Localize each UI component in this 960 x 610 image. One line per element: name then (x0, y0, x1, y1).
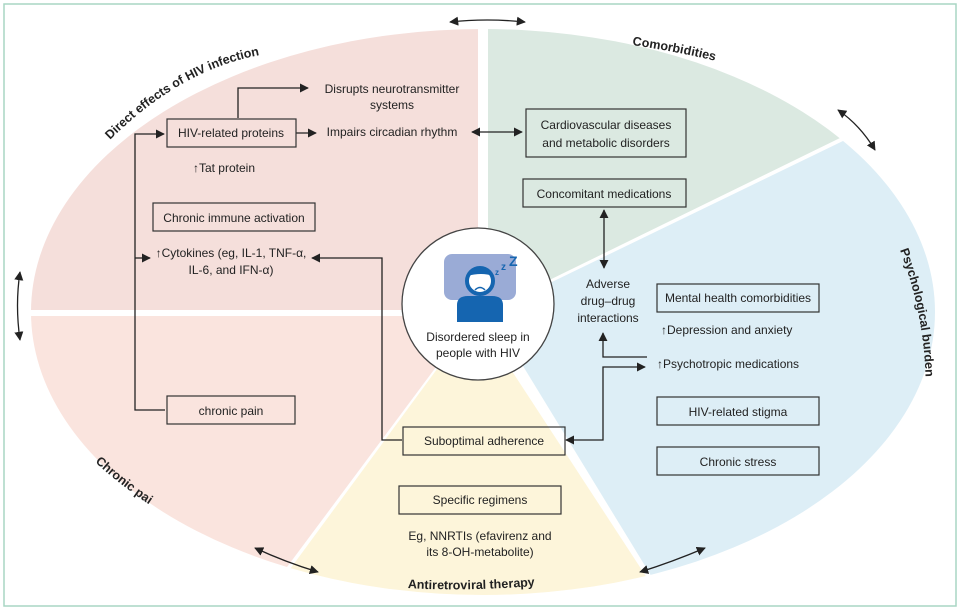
text-concomitant-medications: Concomitant medications (537, 187, 672, 201)
text-adverse-1: Adverse (586, 277, 630, 291)
text-cardio-1: Cardiovascular diseases (541, 118, 672, 132)
connectors (134, 83, 647, 445)
svg-text:Z: Z (509, 253, 518, 269)
box-concomitant-medications (522, 178, 687, 208)
box-chronic-immune-activation (152, 202, 316, 232)
box-specific-regimens (398, 485, 562, 515)
text-adverse-2: drug–drug (581, 294, 636, 308)
text-neurotransmitter-1: Disrupts neurotransmitter (325, 82, 460, 96)
text-psychotropic: ↑Psychotropic medications (657, 357, 799, 371)
text-cytokines-2: IL-6, and IFN-α) (189, 263, 274, 277)
text-hiv-related-proteins: HIV-related proteins (178, 126, 284, 140)
text-suboptimal-adherence: Suboptimal adherence (424, 434, 544, 448)
outer-arrows (14, 16, 876, 574)
text-cardio-2: and metabolic disorders (542, 136, 669, 150)
box-chronic-pain (166, 395, 296, 425)
text-tat-protein: ↑Tat protein (193, 161, 255, 175)
box-hiv-related-proteins (166, 118, 297, 148)
text-chronic-immune-activation: Chronic immune activation (163, 211, 304, 225)
center-text-2: people with HIV (436, 346, 520, 360)
text-chronic-pain: chronic pain (199, 404, 264, 418)
text-nnrti-1: Eg, NNRTIs (efavirenz and (408, 529, 551, 543)
box-mental-health (656, 283, 820, 313)
text-neurotransmitter-2: systems (370, 98, 414, 112)
svg-text:z: z (495, 268, 499, 277)
svg-text:z: z (501, 262, 506, 273)
text-stigma: HIV-related stigma (689, 405, 788, 419)
text-adverse-3: interactions (577, 311, 638, 325)
box-chronic-stress (656, 446, 820, 476)
sector-art (260, 316, 668, 595)
text-specific-regimens: Specific regimens (433, 493, 528, 507)
center-text-1: Disordered sleep in (426, 330, 529, 344)
box-suboptimal-adherence (402, 426, 566, 456)
box-cardiovascular (525, 108, 687, 158)
box-stigma (656, 396, 820, 426)
sleeping-person-icon: z z Z (444, 253, 518, 322)
text-nnrti-2: its 8-OH-metabolite) (426, 545, 533, 559)
text-cytokines-1: ↑Cytokines (eg, IL-1, TNF-α, (156, 246, 307, 260)
text-depression-anxiety: ↑Depression and anxiety (661, 323, 792, 337)
sector-psychological (490, 100, 935, 595)
frame (3, 3, 957, 607)
text-mental-health: Mental health comorbidities (665, 291, 811, 305)
label-antiretroviral-therapy: Antiretroviral therapy (408, 575, 535, 592)
text-chronic-stress: Chronic stress (700, 455, 777, 469)
text-circadian-rhythm: Impairs circadian rhythm (327, 125, 458, 139)
